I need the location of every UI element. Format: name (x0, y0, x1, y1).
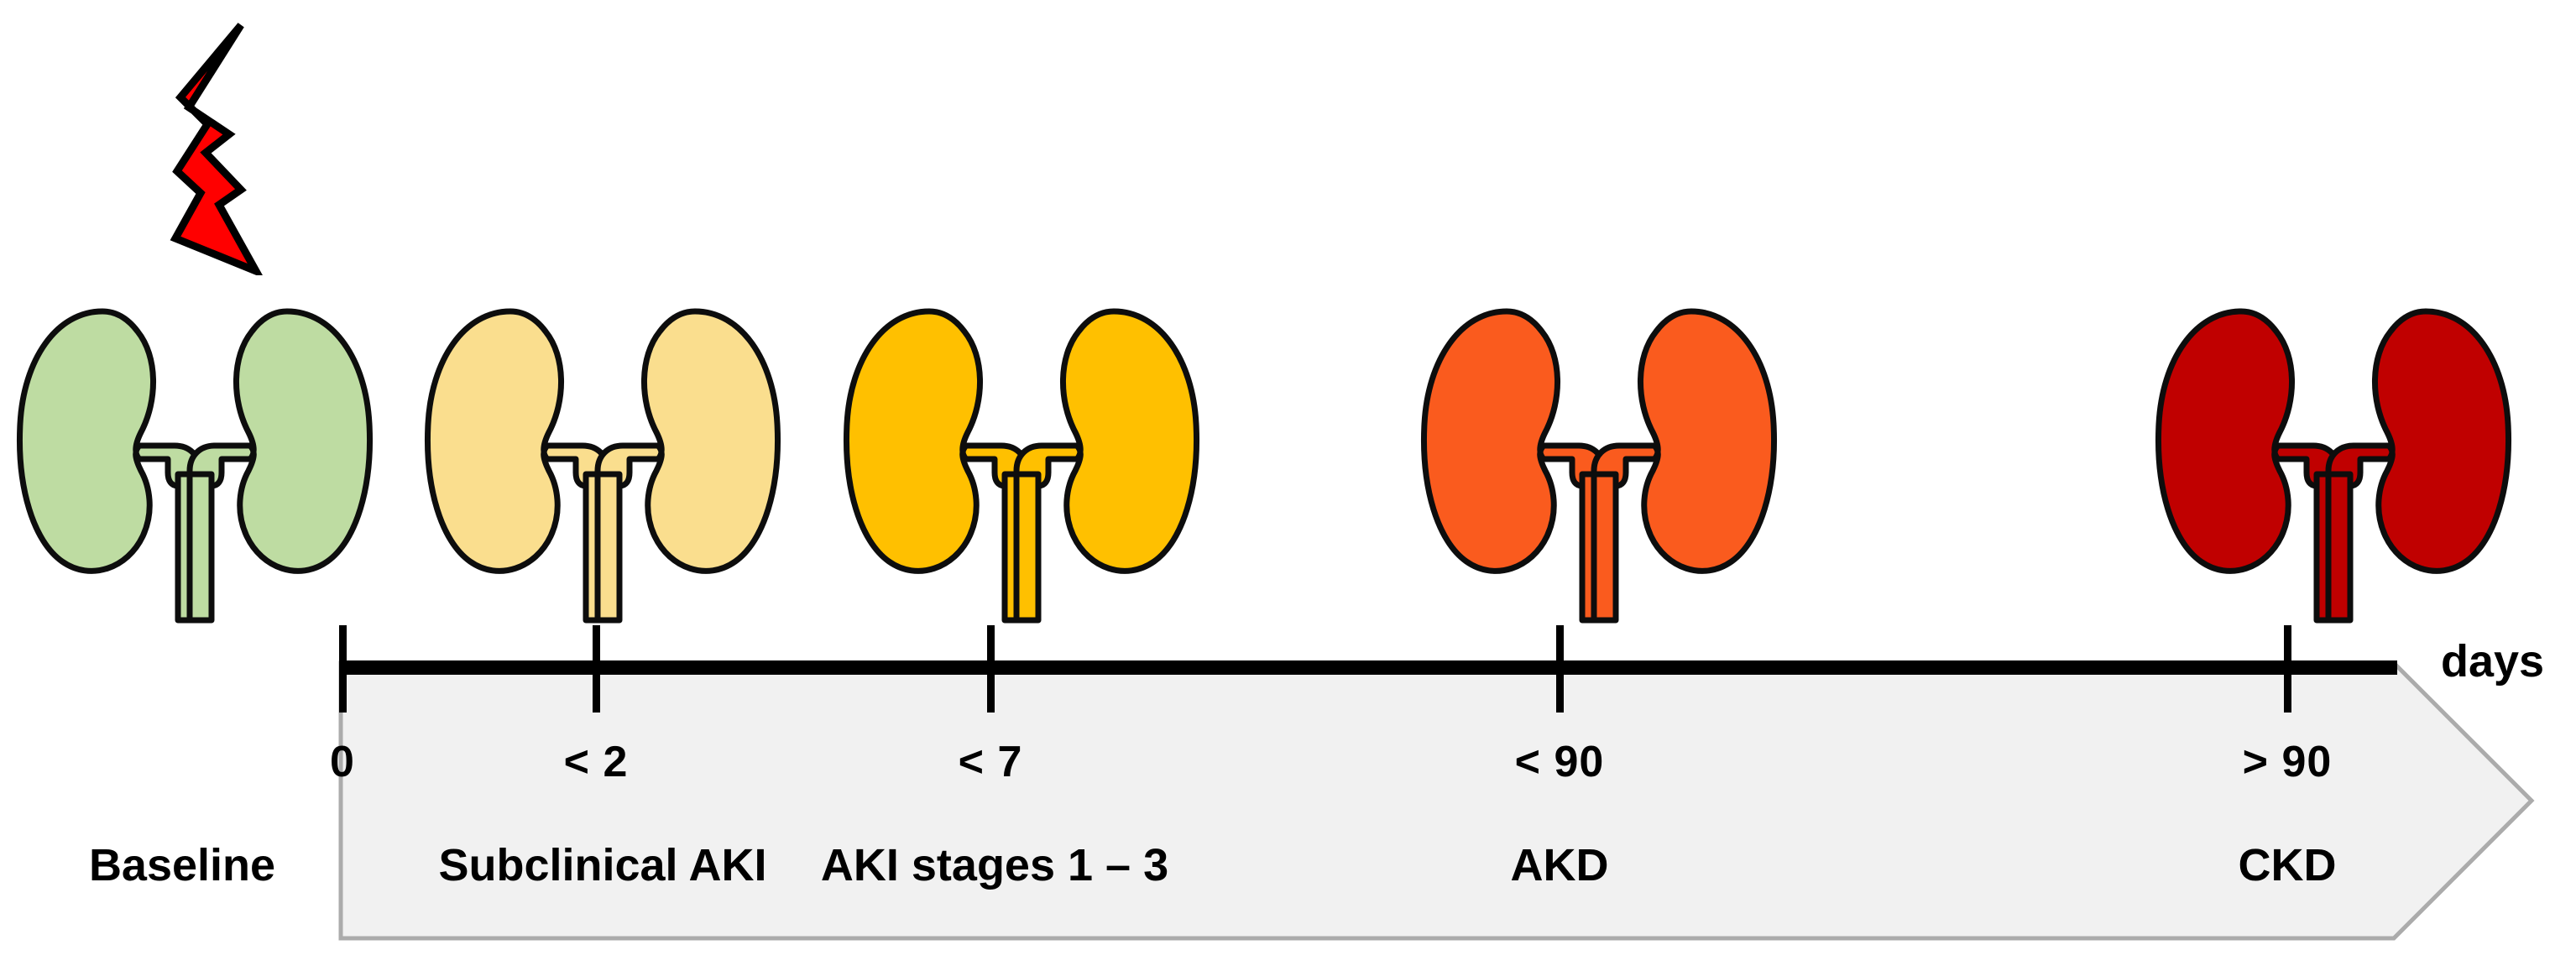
axis-tick-t0 (339, 625, 347, 713)
axis-tick-t90 (1556, 625, 1564, 713)
kidney-subclinical (418, 306, 787, 642)
stage-label-baseline: Baseline (88, 840, 276, 890)
axis-tick-label-tg90: > 90 (2242, 738, 2333, 786)
axis-tick-label-t90: < 90 (1514, 738, 1605, 786)
stage-label-akd: AKD (1510, 840, 1609, 890)
lightning-bolt-icon (147, 15, 340, 275)
stage-label-aki: AKI stages 1 – 3 (820, 840, 1169, 890)
kidney-akd (1414, 306, 1784, 642)
arrow-band-shape (338, 660, 2535, 941)
kidney-baseline (10, 306, 379, 642)
bolt-shape (170, 23, 263, 275)
stage-label-ckd: CKD (2238, 840, 2337, 890)
axis-tick-label-t2: < 2 (563, 738, 629, 786)
axis-tick-label-t0: 0 (330, 738, 355, 786)
axis-tick-label-t7: < 7 (958, 738, 1023, 786)
axis-tick-tg90 (2284, 625, 2291, 713)
stage-label-subclinical: Subclinical AKI (438, 840, 767, 890)
timeline-axis-line (339, 660, 2397, 675)
kidney-aki (837, 306, 1206, 642)
axis-tick-t2 (593, 625, 600, 713)
axis-tick-t7 (987, 625, 995, 713)
kidney-ckd (2149, 306, 2518, 642)
axis-unit-label: days (2441, 636, 2545, 686)
